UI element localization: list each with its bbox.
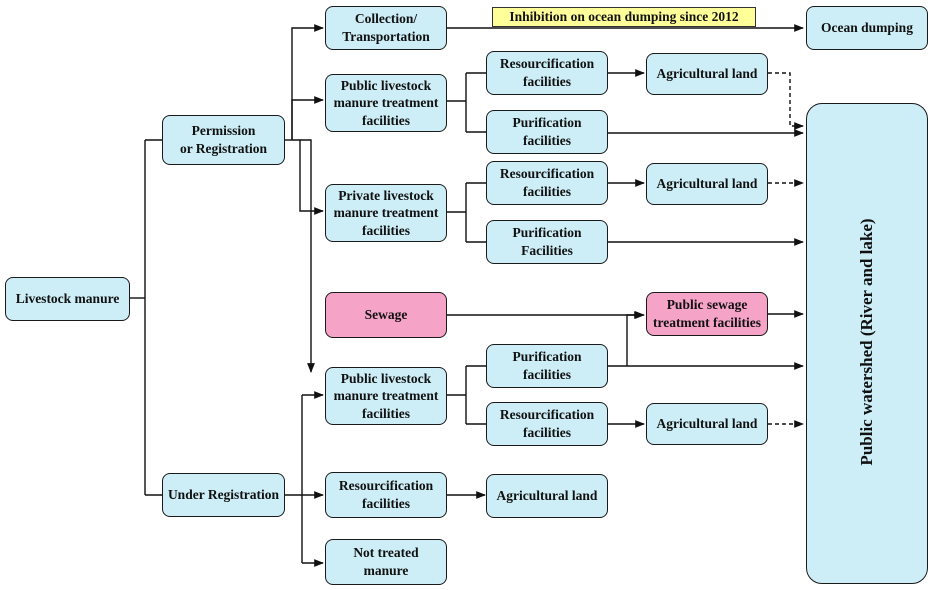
not-treated-label: Not treated manure: [353, 545, 419, 578]
agricultural-land-1-label: Agricultural land: [656, 66, 758, 82]
public-treatment-top-node: Public livestock manure treatment facili…: [325, 74, 447, 132]
resourcification-under-label: Resourcification facilities: [338, 478, 434, 511]
resourcification-under-node: Resourcification facilities: [325, 472, 447, 518]
collection-transportation-node: Collection/ Transportation: [325, 6, 447, 50]
private-treatment-node: Private livestock manure treatment facil…: [325, 184, 447, 242]
ocean-dumping-inhibition-banner: Inhibition on ocean dumping since 2012: [492, 7, 756, 27]
livestock-manure-node: Livestock manure: [5, 277, 130, 321]
agricultural-land-under-node: Agricultural land: [486, 474, 608, 518]
sewage-node: Sewage: [325, 292, 447, 338]
resourcification-1-node: Resourcification facilities: [486, 51, 608, 95]
sewage-label: Sewage: [364, 307, 408, 323]
edge-to-private: [292, 139, 324, 215]
ocean-dumping-node: Ocean dumping: [806, 6, 928, 50]
public-treatment-bottom-node: Public livestock manure treatment facili…: [325, 367, 447, 425]
purification-3-label: Purification facilities: [512, 349, 582, 382]
resourcification-1-label: Resourcification facilities: [499, 56, 595, 89]
resourcification-3-node: Resourcification facilities: [486, 402, 608, 446]
purification-2-label: Purification Facilities: [512, 225, 582, 258]
agricultural-land-2-node: Agricultural land: [646, 163, 768, 205]
resourcification-2-label: Resourcification facilities: [499, 166, 595, 199]
edge-agri1-to-watershed: [768, 72, 804, 130]
public-treatment-bottom-label: Public livestock manure treatment facili…: [333, 370, 439, 421]
agricultural-land-3-label: Agricultural land: [656, 416, 758, 432]
purification-1-label: Purification facilities: [512, 115, 582, 148]
under-registration-node: Under Registration: [162, 473, 285, 517]
agricultural-land-1-node: Agricultural land: [646, 53, 768, 95]
agricultural-land-under-label: Agricultural land: [496, 488, 598, 504]
ocean-dumping-inhibition-label: Inhibition on ocean dumping since 2012: [509, 9, 739, 24]
agricultural-land-3-node: Agricultural land: [646, 403, 768, 445]
purification-3-node: Purification facilities: [486, 344, 608, 388]
ocean-dumping-label: Ocean dumping: [821, 20, 913, 36]
agricultural-land-2-label: Agricultural land: [656, 176, 758, 192]
permission-registration-label: Permission or Registration: [179, 123, 268, 156]
private-treatment-label: Private livestock manure treatment facil…: [333, 187, 439, 238]
collection-transportation-label: Collection/ Transportation: [342, 11, 430, 44]
purification-1-node: Purification facilities: [486, 110, 608, 154]
permission-registration-node: Permission or Registration: [162, 115, 285, 165]
livestock-manure-label: Livestock manure: [15, 291, 120, 307]
edge-pur3-to-public-sewage: [626, 311, 644, 366]
public-watershed-node: [806, 103, 928, 584]
under-registration-label: Under Registration: [167, 487, 280, 503]
edge-permission-to-public-bottom: [300, 139, 315, 373]
public-sewage-treatment-label: Public sewage treatment facilities: [652, 297, 762, 330]
not-treated-node: Not treated manure: [325, 539, 447, 585]
purification-2-node: Purification Facilities: [486, 220, 608, 264]
resourcification-2-node: Resourcification facilities: [486, 161, 608, 205]
edge-to-collection: [291, 24, 324, 140]
edge-to-public-top: [291, 96, 324, 140]
resourcification-3-label: Resourcification facilities: [499, 407, 595, 440]
public-sewage-treatment-node: Public sewage treatment facilities: [646, 292, 768, 336]
public-watershed-label: Public watershed (River and lake): [857, 218, 876, 466]
public-treatment-top-label: Public livestock manure treatment facili…: [333, 77, 439, 128]
